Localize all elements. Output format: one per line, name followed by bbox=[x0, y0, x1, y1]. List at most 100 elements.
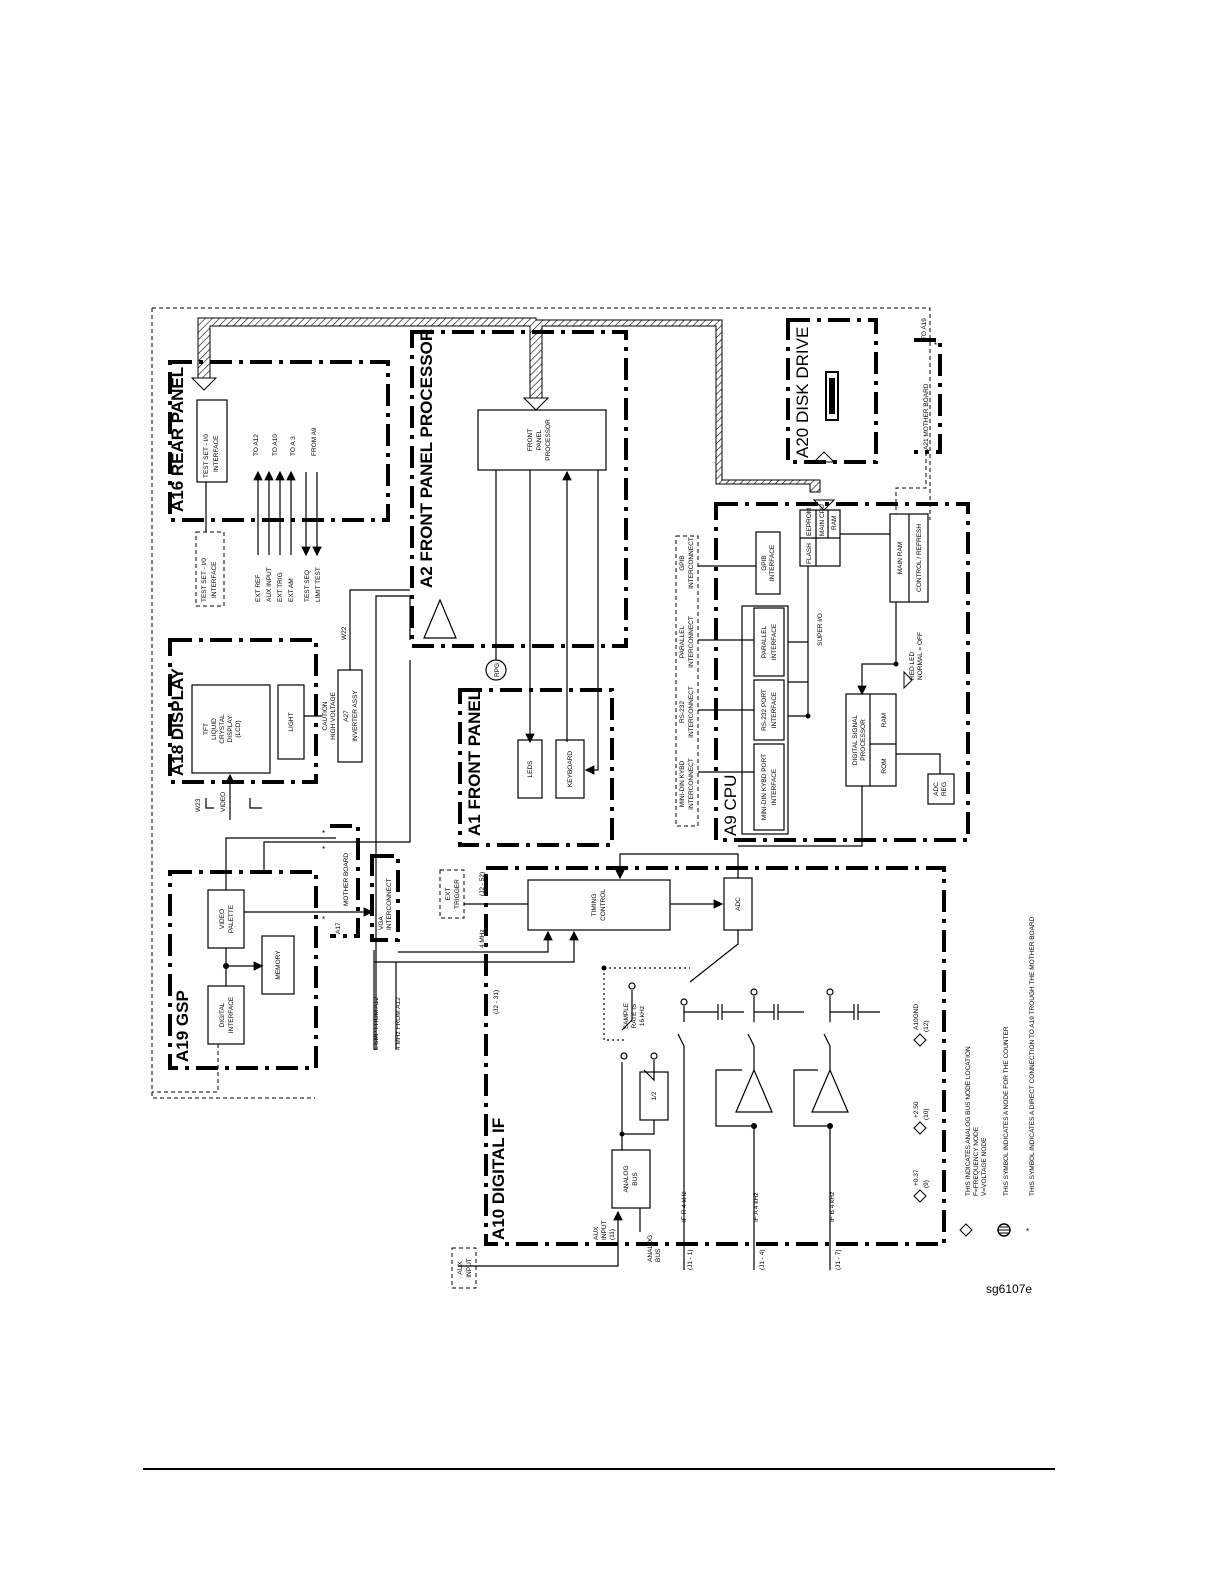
svg-text:*: * bbox=[1026, 1227, 1029, 1236]
a18-display: A18 DISPLAY TFT LIQUID CRYSTAL DISPLAY (… bbox=[168, 589, 376, 820]
svg-text:4 MHz FROM A12: 4 MHz FROM A12 bbox=[395, 997, 402, 1050]
svg-text:EXT REF: EXT REF bbox=[255, 575, 262, 602]
svg-text:L SMP FROM A12: L SMP FROM A12 bbox=[373, 997, 380, 1050]
svg-text:INTERCONNECT: INTERCONNECT bbox=[688, 686, 695, 738]
svg-text:*: * bbox=[322, 845, 325, 854]
svg-text:A27: A27 bbox=[343, 710, 350, 722]
svg-text:RATE IS: RATE IS bbox=[631, 1003, 638, 1028]
svg-text:FLASH: FLASH bbox=[806, 543, 813, 564]
svg-text:INTERFACE: INTERFACE bbox=[771, 623, 778, 660]
svg-text:RAM: RAM bbox=[881, 713, 888, 727]
svg-text:ANALOG: ANALOG bbox=[647, 1235, 654, 1262]
a21-mother-board: A21 MOTHER BOARD TO A19 * bbox=[895, 318, 942, 514]
svg-text:V=VOLTAGE NODE: V=VOLTAGE NODE bbox=[981, 1137, 988, 1196]
svg-text:PARALLEL: PARALLEL bbox=[679, 625, 686, 658]
svg-text:GPIB: GPIB bbox=[679, 555, 686, 571]
svg-text:+2.50: +2.50 bbox=[913, 1101, 920, 1118]
svg-text:INPUT: INPUT bbox=[466, 1258, 473, 1278]
svg-text:INTERFACE: INTERFACE bbox=[211, 561, 218, 598]
outer-border bbox=[151, 307, 931, 1099]
svg-text:RS-232: RS-232 bbox=[679, 701, 686, 723]
svg-text:EXT: EXT bbox=[445, 888, 452, 901]
svg-text:FRONT: FRONT bbox=[527, 429, 534, 451]
svg-text:(J2 - 31): (J2 - 31) bbox=[493, 990, 500, 1014]
svg-text:KEYBOARD: KEYBOARD bbox=[567, 751, 574, 787]
svg-text:W23: W23 bbox=[195, 798, 202, 812]
a20-title: A20 DISK DRIVE bbox=[793, 327, 812, 458]
svg-text:RAM: RAM bbox=[831, 516, 838, 530]
svg-text:DIGITAL SIGNAL: DIGITAL SIGNAL bbox=[852, 715, 859, 766]
svg-text:LIMIT TEST: LIMIT TEST bbox=[315, 567, 322, 602]
svg-text:GPIB: GPIB bbox=[761, 555, 768, 571]
svg-text:(11): (11) bbox=[609, 1229, 616, 1240]
a18-title: A18 DISPLAY bbox=[168, 667, 187, 776]
legend: THIS INDICATES ANALOG BUS NODE LOCATION … bbox=[959, 916, 1036, 1237]
svg-text:ROM: ROM bbox=[881, 758, 888, 773]
a1-front-panel: A1 FRONT PANEL LEDS KEYBOARD bbox=[458, 688, 614, 847]
svg-text:PARALLEL: PARALLEL bbox=[761, 625, 768, 658]
svg-text:MAIN RAM: MAIN RAM bbox=[897, 542, 904, 575]
svg-text:INTERFACE: INTERFACE bbox=[213, 435, 220, 472]
svg-text:DIGITAL: DIGITAL bbox=[219, 1002, 226, 1027]
svg-text:F=FREQUENCY NODE: F=FREQUENCY NODE bbox=[973, 1126, 980, 1196]
svg-text:*: * bbox=[934, 341, 937, 350]
svg-text:BUS: BUS bbox=[655, 1248, 662, 1262]
svg-text:EEPROM: EEPROM bbox=[806, 508, 813, 536]
svg-text:INTERCONNECT: INTERCONNECT bbox=[688, 758, 695, 810]
svg-text:(LCD): (LCD) bbox=[235, 720, 242, 737]
svg-text:ADC: ADC bbox=[735, 897, 742, 911]
svg-text:TFT: TFT bbox=[203, 723, 210, 735]
svg-text:ADC: ADC bbox=[933, 782, 940, 796]
svg-text:CONTROL / REFRESH: CONTROL / REFRESH bbox=[916, 524, 923, 592]
svg-text:A21 MOTHER BOARD: A21 MOTHER BOARD bbox=[923, 383, 930, 450]
svg-text:TEST SET - I/0: TEST SET - I/0 bbox=[201, 558, 208, 602]
svg-text:MAIN CPU: MAIN CPU bbox=[819, 504, 826, 536]
svg-text:TO A19: TO A19 bbox=[921, 318, 928, 340]
svg-text:A17: A17 bbox=[335, 922, 342, 934]
svg-text:REG: REG bbox=[941, 782, 948, 796]
svg-text:INTERFACE: INTERFACE bbox=[771, 768, 778, 805]
svg-text:RED LED: RED LED bbox=[909, 652, 916, 680]
svg-text:*: * bbox=[322, 829, 325, 838]
svg-text:TO A10: TO A10 bbox=[272, 434, 279, 456]
a2-front-panel-processor: A2 FRONT PANEL PROCESSOR FRONT PANEL PRO… bbox=[375, 329, 628, 1050]
svg-text:A10GND: A10GND bbox=[913, 1004, 920, 1030]
svg-text:ANALOG: ANALOG bbox=[623, 1165, 630, 1192]
svg-text:4 MHz: 4 MHz bbox=[479, 929, 486, 948]
hatched-bus bbox=[190, 317, 836, 511]
a2-title: A2 FRONT PANEL PROCESSOR bbox=[417, 329, 436, 588]
svg-text:BUS: BUS bbox=[632, 1172, 639, 1186]
svg-text:SUPER I/O: SUPER I/O bbox=[817, 613, 824, 646]
svg-text:TRIGGER: TRIGGER bbox=[454, 879, 461, 909]
svg-text:TEST SEQ: TEST SEQ bbox=[304, 570, 311, 602]
a16-title: A16 REAR PANEL bbox=[168, 367, 187, 512]
svg-text:(J1 - 1): (J1 - 1) bbox=[687, 1249, 694, 1270]
svg-text:NORMAL = OFF: NORMAL = OFF bbox=[917, 632, 924, 680]
svg-text:LIGHT: LIGHT bbox=[288, 712, 295, 731]
svg-text:CAUTION: CAUTION bbox=[322, 701, 329, 731]
svg-text:INVERTER ASSY: INVERTER ASSY bbox=[352, 690, 359, 742]
svg-text:INTERCONNECT: INTERCONNECT bbox=[688, 537, 695, 589]
svg-text:INPUT: INPUT bbox=[601, 1220, 608, 1240]
svg-text:*: * bbox=[322, 915, 325, 924]
svg-text:PROCESSOR: PROCESSOR bbox=[860, 719, 867, 761]
svg-text:VGA: VGA bbox=[378, 916, 385, 930]
svg-text:TO A 3: TO A 3 bbox=[290, 436, 297, 456]
svg-text:THIS INDICATES ANALOG BUS NODE: THIS INDICATES ANALOG BUS NODE LOCATION bbox=[965, 1046, 972, 1196]
svg-text:DISPLAY: DISPLAY bbox=[227, 715, 234, 743]
svg-text:INTERFACE: INTERFACE bbox=[228, 996, 235, 1033]
svg-text:RS-232 PORT: RS-232 PORT bbox=[761, 689, 768, 731]
svg-text:VIDEO: VIDEO bbox=[220, 792, 227, 812]
svg-text:RPG: RPG bbox=[494, 663, 501, 677]
svg-text:(J1 - 7): (J1 - 7) bbox=[835, 1249, 842, 1270]
a19-title: A19 GSP bbox=[173, 990, 192, 1062]
svg-text:FROM A9: FROM A9 bbox=[311, 427, 318, 456]
svg-text:INTERCONNECT: INTERCONNECT bbox=[688, 616, 695, 668]
svg-text:INTERFACE: INTERFACE bbox=[769, 544, 776, 581]
svg-text:IF R 4 kHz: IF R 4 kHz bbox=[681, 1191, 688, 1222]
svg-text:PROCESSOR: PROCESSOR bbox=[545, 419, 552, 461]
svg-text:IF B 4 kHz: IF B 4 kHz bbox=[829, 1192, 836, 1222]
svg-text:LEDS: LEDS bbox=[527, 760, 534, 778]
svg-text:W22: W22 bbox=[341, 626, 348, 640]
